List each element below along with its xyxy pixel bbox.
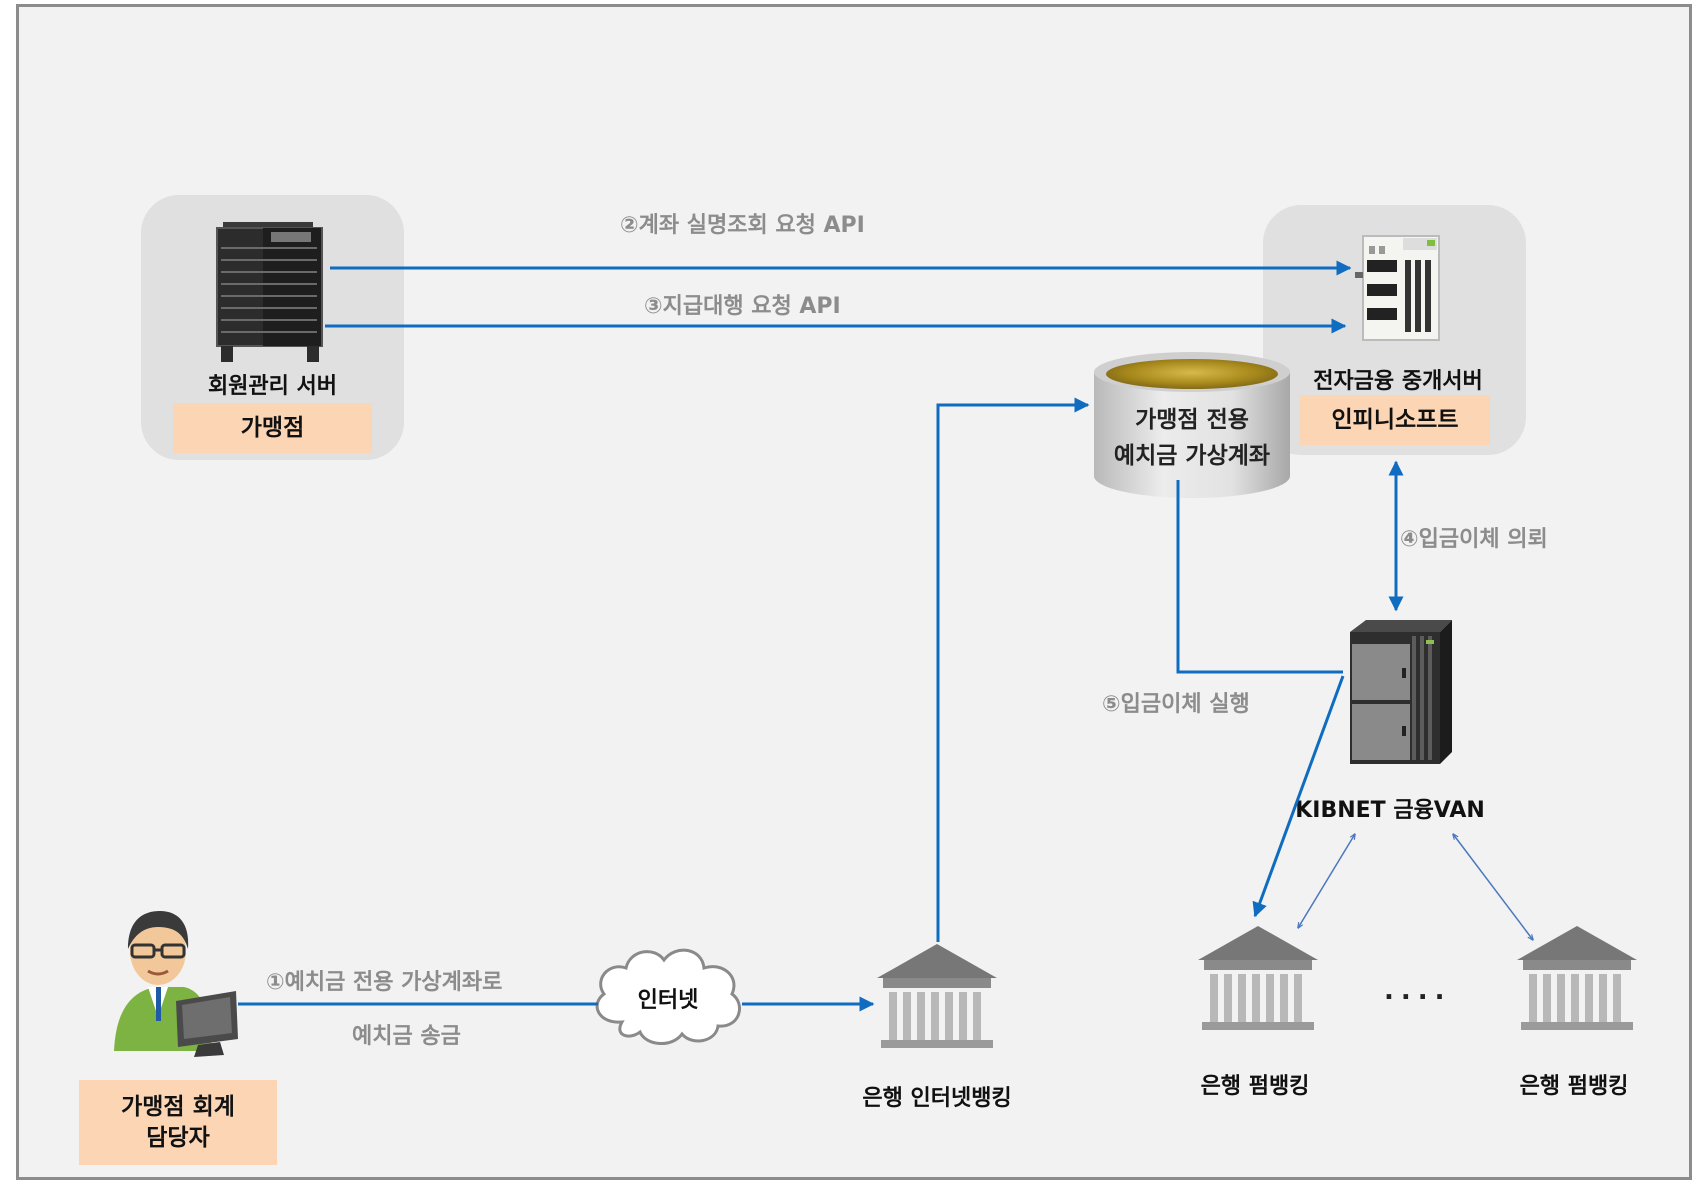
kibnet-label: KIBNET 금융VAN [1295, 798, 1485, 823]
merchant-tag: 가맹점 [173, 403, 372, 453]
virtual-account-line1: 가맹점 전용 [1135, 407, 1249, 433]
accountant-icon [114, 911, 238, 1057]
ellipsis: .... [1384, 976, 1452, 1006]
arrow-van-bank-1 [1298, 834, 1355, 928]
infinisoft-server-label: 전자금융 중개서버 [1313, 369, 1483, 394]
merchant-server-icon [216, 222, 323, 362]
step-2-label: ②계좌 실명조회 요청 API [620, 213, 865, 238]
bank-internet-label: 은행 인터넷뱅킹 [862, 1086, 1012, 1111]
bank-icon-firm-2 [1517, 926, 1637, 1030]
step-1-label-line2: 예치금 송금 [352, 1024, 461, 1049]
bank-firm-2-label: 은행 펌뱅킹 [1519, 1074, 1629, 1099]
virtual-account-label: 가맹점 전용 예치금 가상계좌 [1090, 402, 1294, 474]
accountant-line2: 담당자 [146, 1124, 210, 1151]
database-icon [1094, 352, 1290, 498]
step-4-label: ④입금이체 의뢰 [1400, 527, 1548, 552]
step-5-label: ⑤입금이체 실행 [1102, 692, 1250, 717]
accountant-tag: 가맹점 회계 담당자 [79, 1080, 277, 1165]
bank-icon-internet [877, 944, 997, 1048]
virtual-account-line2: 예치금 가상계좌 [1113, 443, 1271, 469]
arrow-van-bank-2 [1453, 834, 1533, 940]
kibnet-server-icon [1350, 620, 1452, 764]
accountant-line1: 가맹점 회계 [121, 1093, 235, 1120]
merchant-server-label: 회원관리 서버 [207, 374, 338, 399]
cloud-icon [595, 948, 741, 1045]
step-3-label: ③지급대행 요청 API [644, 294, 841, 319]
arrow-bank-to-account [936, 397, 1090, 942]
internet-label: 인터넷 [637, 988, 699, 1013]
arrow-transfer-execute [1252, 675, 1345, 918]
step-1-label-line1: ①예치금 전용 가상계좌로 [266, 970, 503, 995]
infinisoft-server-icon [1355, 235, 1440, 341]
bank-firm-1-label: 은행 펌뱅킹 [1200, 1074, 1310, 1099]
line-account-to-van [1176, 480, 1343, 674]
bank-icon-firm-1 [1198, 926, 1318, 1030]
infinisoft-tag: 인피니소프트 [1300, 395, 1490, 445]
